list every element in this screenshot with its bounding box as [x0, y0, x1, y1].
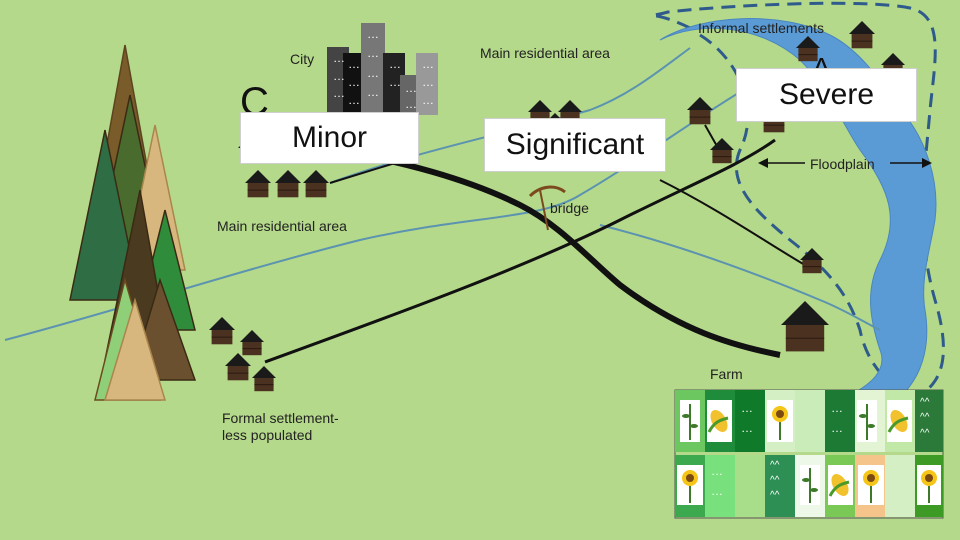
house-icon: [252, 366, 276, 392]
stream-south: [599, 224, 881, 331]
house-icon: [303, 170, 329, 198]
svg-text:…: …: [831, 421, 843, 435]
label-farm: Farm: [710, 366, 743, 382]
svg-text:…: …: [367, 46, 379, 60]
sunflower-icon: [858, 465, 884, 505]
svg-text:…: …: [348, 93, 360, 107]
house-icon: [240, 330, 264, 356]
svg-text:^^: ^^: [920, 397, 930, 408]
label-formal-settlement: Formal settlement- less populated: [222, 410, 339, 443]
building-icon: [361, 23, 385, 113]
house-icon: [225, 353, 251, 381]
svg-text:…: …: [711, 464, 723, 478]
svg-text:…: …: [405, 81, 417, 95]
svg-text:…: …: [422, 75, 434, 89]
house-icon: [796, 36, 820, 62]
building-icon: [383, 53, 405, 113]
svg-text:…: …: [367, 66, 379, 80]
corn-cob-icon: [828, 465, 853, 505]
house-icon: [710, 138, 734, 164]
road-branch-city: [329, 162, 396, 184]
svg-text:^^: ^^: [920, 412, 930, 423]
bridge-post-icon: [539, 189, 549, 231]
house-icon: [687, 97, 713, 125]
label-city: City: [290, 51, 315, 67]
svg-text:…: …: [389, 75, 401, 89]
svg-text:…: …: [389, 57, 401, 71]
flood-zone-boundary: [650, 1, 945, 397]
svg-text:…: …: [422, 57, 434, 71]
house-icon: [275, 170, 301, 198]
svg-text:…: …: [333, 51, 345, 65]
building-icon: [343, 53, 363, 113]
bridge-icon: [528, 185, 566, 198]
sunflower-icon: [917, 465, 941, 505]
svg-text:…: …: [711, 484, 723, 498]
house-icon: [800, 248, 824, 274]
building-icon: [416, 53, 438, 115]
svg-text:…: …: [422, 93, 434, 107]
corn-icon: [857, 400, 877, 442]
svg-text:…: …: [367, 85, 379, 99]
svg-text:…: …: [348, 57, 360, 71]
svg-text:…: …: [405, 97, 417, 111]
impact-box-significant: Significant: [484, 118, 666, 172]
flood-zone-boundary-inner: [699, 33, 906, 394]
tree-icon: [69, 129, 141, 301]
house-icon: [849, 21, 875, 49]
floodplain-arrow-icon: [758, 158, 932, 168]
sunflower-icon: [767, 400, 793, 442]
label-floodplain: Floodplain: [810, 156, 875, 172]
farm-fields: … … … … … … ^^ ^^ ^^ ^^ ^^ ^^: [674, 389, 944, 519]
svg-text:…: …: [741, 401, 753, 415]
house-icon: [781, 301, 829, 352]
label-main-residential-top: Main residential area: [480, 45, 610, 61]
impact-box-minor: Minor: [240, 112, 419, 164]
label-informal-settlements: Informal settlements: [698, 20, 825, 36]
svg-text:^^: ^^: [770, 460, 780, 471]
road-main: [329, 147, 781, 358]
svg-text:^^: ^^: [920, 428, 930, 439]
svg-text:…: …: [831, 401, 843, 415]
corn-cob-icon: [707, 400, 732, 442]
corn-icon: [680, 400, 700, 442]
tree-icon: [103, 297, 167, 401]
svg-text:^^: ^^: [770, 490, 780, 501]
building-icon: [400, 75, 420, 115]
corn-icon: [800, 465, 820, 505]
house-icon: [209, 317, 235, 345]
svg-text:^^: ^^: [770, 475, 780, 486]
svg-text:…: …: [333, 69, 345, 83]
forest: [69, 44, 197, 401]
corn-cob-icon: [887, 400, 912, 442]
label-bridge: bridge: [550, 200, 589, 216]
svg-text:…: …: [333, 86, 345, 100]
road-secondary: [264, 138, 776, 364]
svg-text:…: …: [348, 75, 360, 89]
city-skyline: ……… ……… ………… …… …… ………: [327, 23, 438, 115]
house-icon: [245, 170, 271, 198]
impact-box-severe: Severe: [736, 68, 917, 122]
sunflower-icon: [677, 465, 703, 505]
label-main-residential-left: Main residential area: [217, 218, 347, 234]
road-branch-floodplain: [659, 179, 811, 269]
svg-text:…: …: [367, 27, 379, 41]
svg-text:…: …: [741, 421, 753, 435]
